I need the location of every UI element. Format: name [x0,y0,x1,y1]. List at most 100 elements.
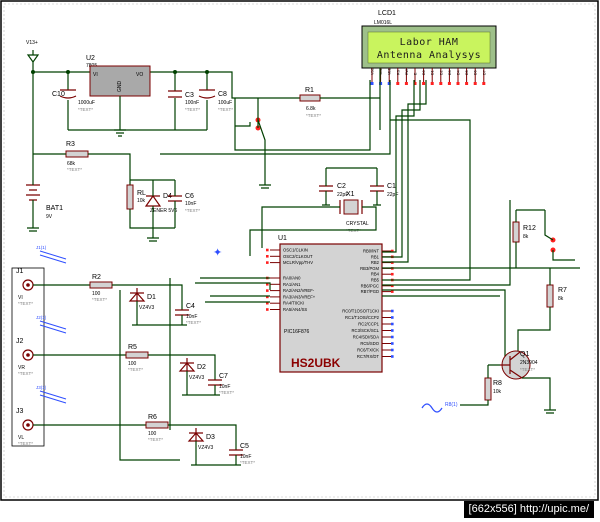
svg-text:RL: RL [137,190,146,197]
regulator-vi: VI [93,72,98,78]
svg-text:10nF: 10nF [240,454,251,460]
svg-text:VZ4V3: VZ4V3 [139,305,155,311]
svg-text:*TEXT*: *TEXT* [148,437,163,442]
rail-wire [32,62,300,160]
mcu-left-pin-dot [266,261,269,264]
svg-text:100nF: 100nF [185,100,199,106]
mcu-right-pin-label: RB5 [371,278,380,283]
svg-text:10nF: 10nF [186,314,197,320]
mcu-rb-wires [160,80,471,281]
svg-text:C6: C6 [185,193,194,200]
regulator-vo: VO [136,72,143,78]
svg-text:C7: C7 [219,373,228,380]
mcu-right-pin-dot [391,342,394,345]
svg-text:VZ4V3: VZ4V3 [189,375,205,381]
mcu-io-wires [195,200,511,370]
lcd-pin-label: D3 [448,70,452,75]
mcu-right-pin-dot [391,355,394,358]
mcu-right-pin-label: RB2 [371,260,380,265]
lcd-pin-label: D4 [457,70,461,75]
mcu-right-pin-label: RC2/CCP1 [358,322,379,327]
lcd-pin-dot [370,82,374,85]
svg-text:10nF: 10nF [185,201,196,207]
mcu-right-pin-label: RB4 [371,272,380,277]
lcd-screen [367,31,491,64]
svg-text:100: 100 [128,361,137,367]
resistor-r12: R12 8k [512,209,545,268]
svg-text:*TEXT*: *TEXT* [67,167,82,172]
svg-text:*TEXT*: *TEXT* [186,320,201,325]
lcd-line2: Antenna Analysys [377,50,481,61]
capacitor-c8: C8 100uF *TEXT* [198,72,233,130]
transistor-q1: Q1 2N3904 *TEXT* [500,350,556,414]
lcd-pin-dot [413,82,417,85]
svg-text:R7: R7 [558,287,567,294]
svg-text:*TEXT*: *TEXT* [78,107,93,112]
lcd-pin-label: D5 [465,70,469,75]
lcd-pin-dot [430,82,434,85]
mcu-body [279,243,383,373]
lcd-pin-dot [404,82,408,85]
svg-text:VI: VI [18,295,23,301]
capacitor-c2: C2 22pF [319,168,348,206]
mcu-mclr-wire [234,80,371,151]
mcu-left-pin-label: OSC2/CLKOUT [283,254,313,259]
lcd-pin-label: E [414,72,418,75]
lcd-pin-dot [473,82,477,85]
lcd-pin-dot [447,82,451,85]
mcu-ref: U1 [278,235,287,242]
mcu-right-pin-dot [391,309,394,313]
signal-source: R8(1) [421,402,458,413]
svg-text:R8: R8 [493,380,502,387]
mcu-left-pin-dot [266,301,269,305]
image-host-footer[interactable]: [662x556] http://upic.me/ [463,501,594,518]
mcu-right-pin-label: RC6/TX/CK [357,348,379,353]
button-switch [544,210,575,261]
svg-text:*TEXT*: *TEXT* [18,441,33,446]
mcu-left-pin-dot [266,248,269,252]
svg-text:8k: 8k [523,234,529,240]
power-arrow [26,50,40,64]
mcu-left-pin-label: RA2/AN2/VREF- [283,288,315,293]
svg-text:10nF: 10nF [219,384,230,390]
svg-text:VR: VR [18,365,25,371]
mcu-left-pin-label: RA4/T0CKI [283,301,304,306]
crystal-x1: X1 CRYSTAL *TEXT* [249,191,377,256]
svg-text:22pF: 22pF [387,192,398,198]
lcd-part: LM016L [374,20,392,26]
svg-text:10k: 10k [137,198,146,204]
svg-text:J2: J2 [16,338,24,345]
mcu-left-pin-label: RA1/AN1 [283,282,301,287]
input-connector-frame [11,267,45,447]
svg-text:*TEXT*: *TEXT* [306,113,321,118]
zener-d4: D4 ZENER 5V6 [144,180,177,242]
capacitor-c1: C1 22pF [326,167,398,206]
svg-text:R8(1): R8(1) [445,402,458,408]
capacitor-c10: C10 1000uF *TEXT* [52,72,95,130]
mcu-right-pin-dot [391,329,394,332]
mcu-right-pin-label: RB0/INT [363,249,379,254]
svg-text:R3: R3 [66,141,75,148]
svg-text:D2: D2 [197,364,206,371]
svg-text:Q1: Q1 [520,351,529,358]
lcd-pin-label: VSS [371,67,375,75]
mcu-right-pin-label: RC4/SDI/SDA [353,335,380,340]
mcu-part: PIC16F876 [284,329,310,335]
svg-text:9V: 9V [46,214,53,220]
lcd-pin-label: D6 [474,70,478,75]
svg-text:2N3904: 2N3904 [520,360,538,366]
lcd-ref: LCD1 [378,10,396,17]
svg-text:*TEXT*: *TEXT* [185,107,200,112]
mcu-left-pin-label: RA5/AN4/SS [283,307,307,312]
lcd-pin-label: D1 [431,70,435,75]
svg-text:*TEXT*: *TEXT* [128,367,143,372]
mcu-left-pin-dot [266,255,269,258]
svg-text:X1: X1 [346,191,355,198]
lcd-pin-label: D2 [439,70,443,75]
mcu-brand: HS2UBK [291,356,341,370]
